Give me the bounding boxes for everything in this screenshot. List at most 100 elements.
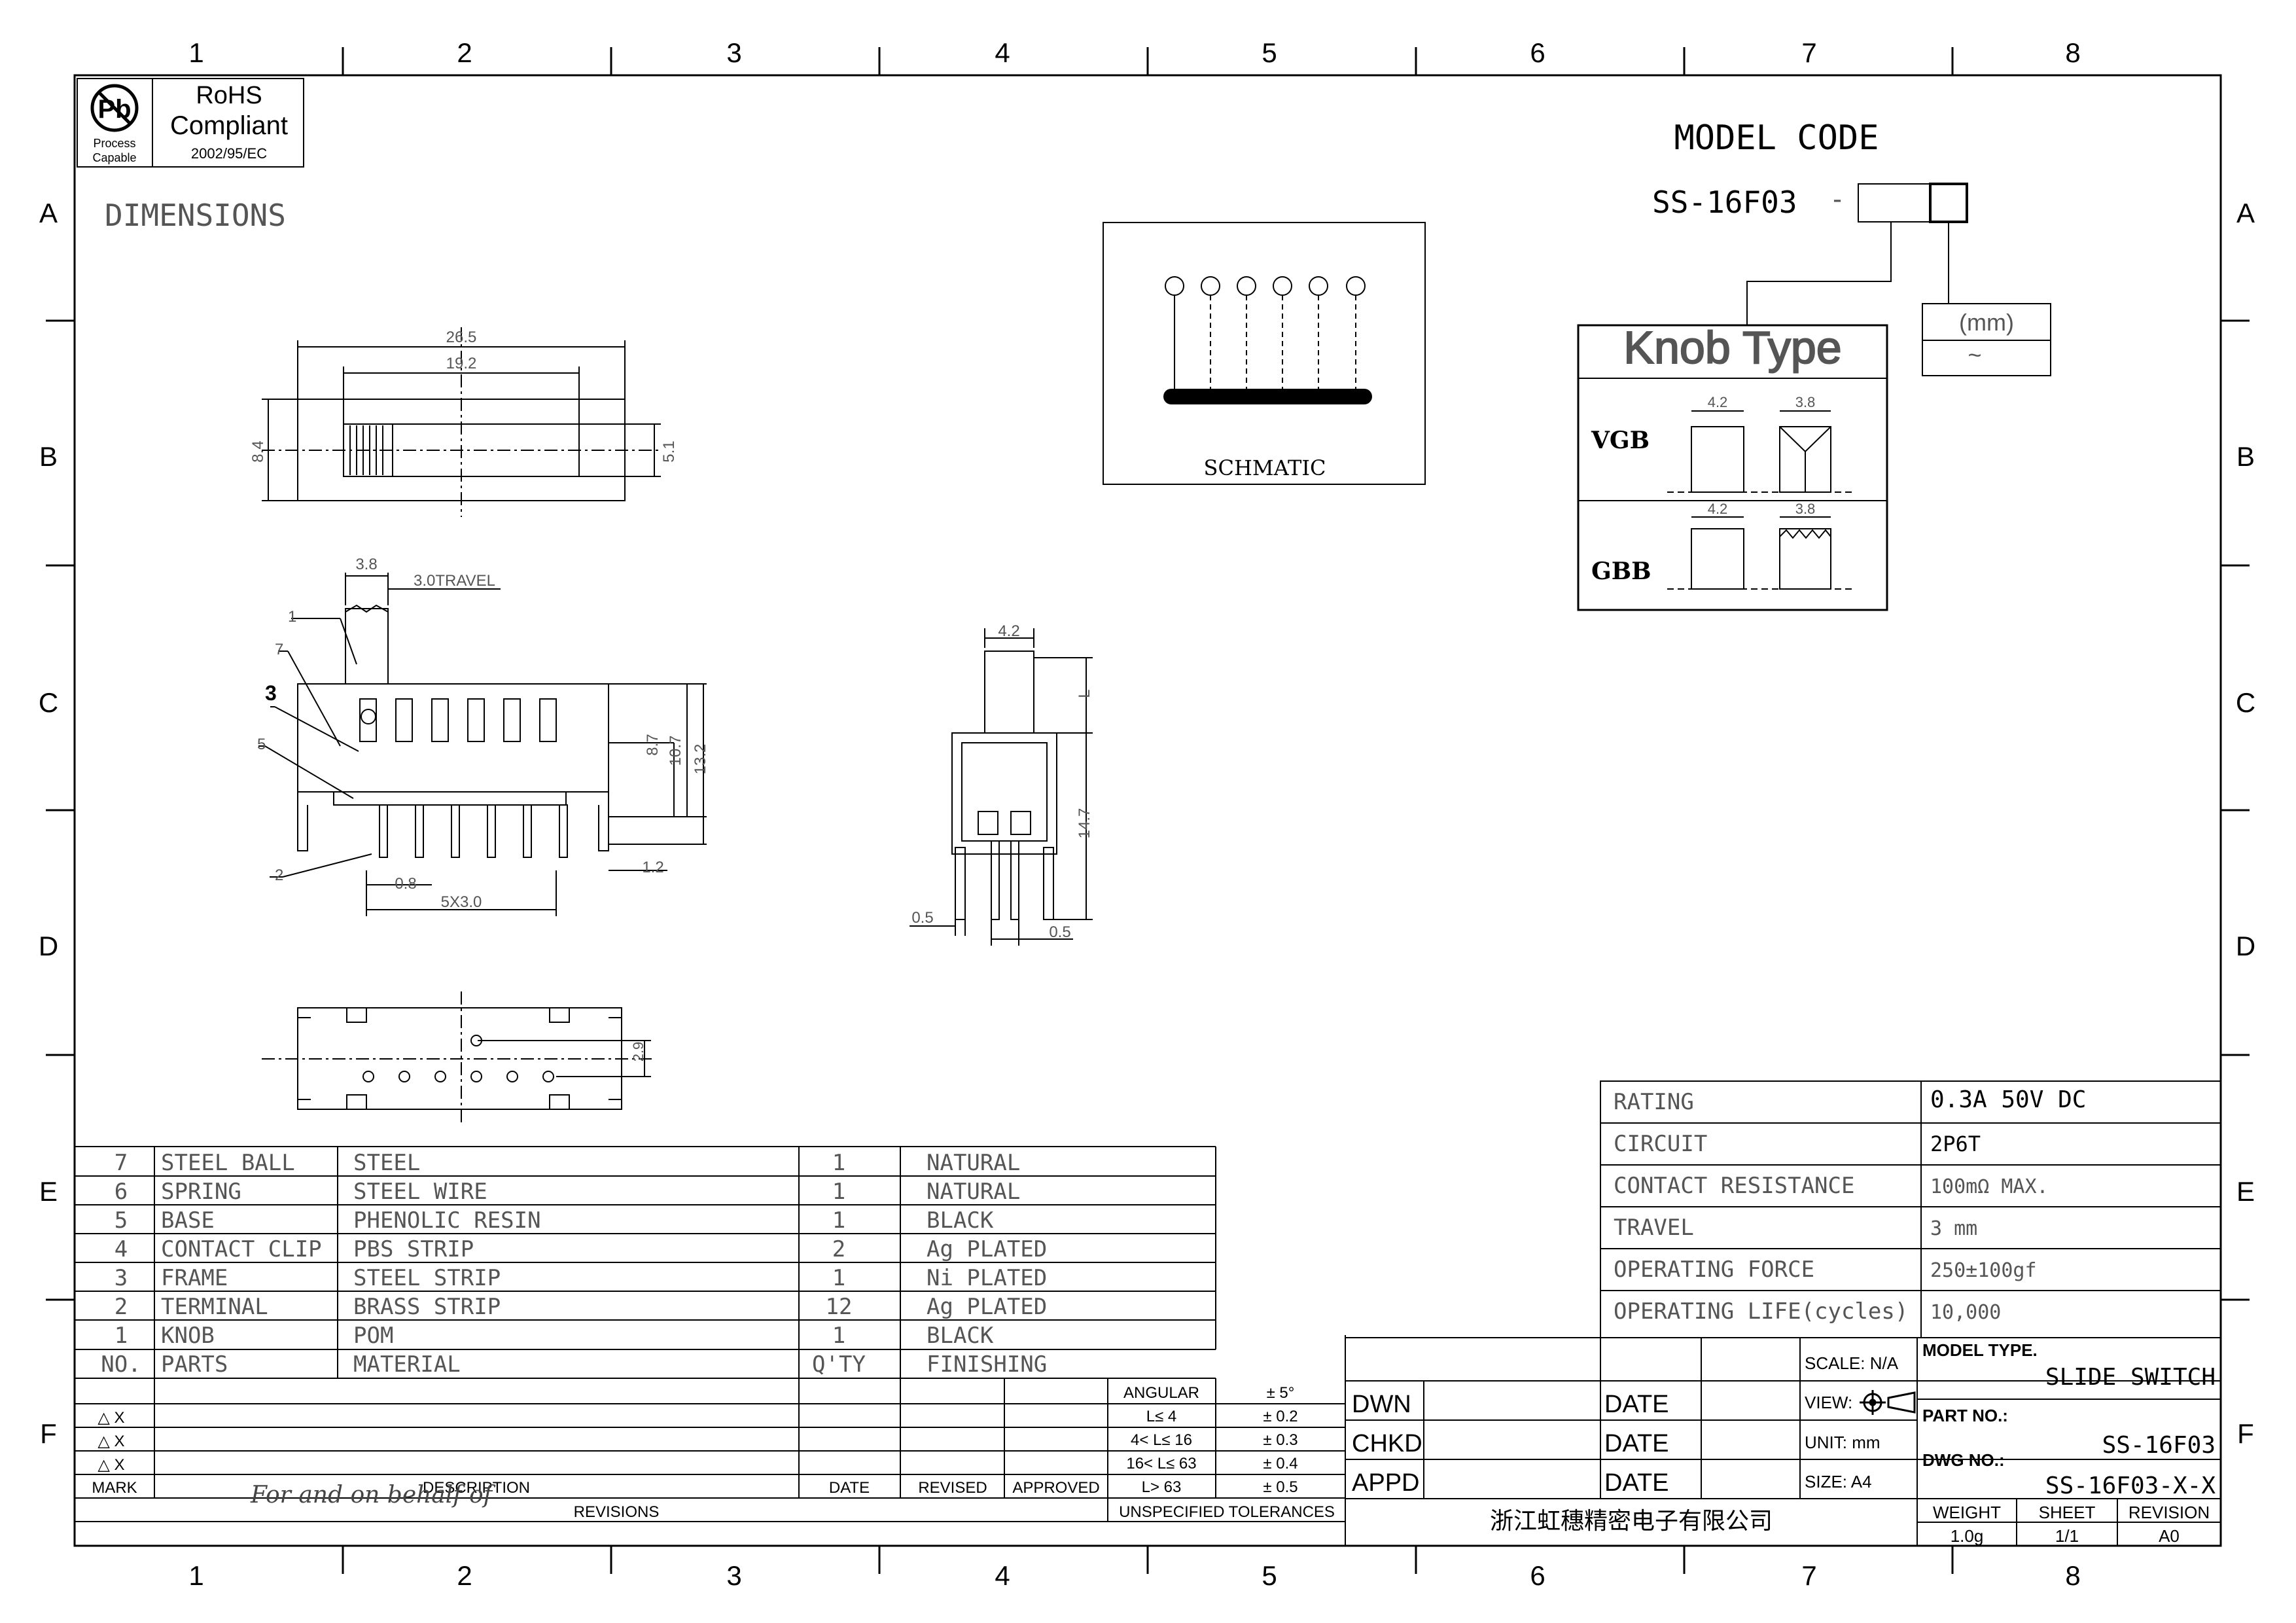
row-label-left: E [39,1176,58,1207]
schematic-label: SCHMATIC [1204,455,1326,480]
svg-text:100mΩ MAX.: 100mΩ MAX. [1930,1175,2049,1198]
svg-text:UNSPECIFIED TOLERANCES: UNSPECIFIED TOLERANCES [1119,1503,1335,1521]
svg-text:2: 2 [832,1236,845,1262]
svg-text:CONTACT CLIP: CONTACT CLIP [161,1236,322,1262]
svg-text:MATERIAL: MATERIAL [353,1351,461,1378]
row-label-right: E [2236,1176,2255,1207]
svg-text:CIRCUIT: CIRCUIT [1614,1131,1707,1157]
svg-text:2: 2 [275,866,283,884]
top-view-dims: 26.5 19.2 8.4 5.1 [249,329,678,463]
svg-text:POM: POM [353,1323,393,1349]
svg-text:1.2: 1.2 [642,859,663,876]
svg-text:14.7: 14.7 [1076,808,1093,839]
svg-text:SS-16F03: SS-16F03 [2102,1432,2216,1459]
svg-text:A0: A0 [2159,1526,2180,1546]
title-block [1345,1337,2221,1546]
svg-text:Q'TY: Q'TY [812,1351,866,1378]
svg-text:BLACK: BLACK [927,1207,994,1234]
svg-text:3.8: 3.8 [355,556,377,573]
col-label-bottom: 6 [1530,1560,1545,1591]
col-label-top: 7 [1801,37,1816,68]
svg-text:± 0.4: ± 0.4 [1263,1455,1298,1472]
svg-text:1: 1 [832,1323,845,1349]
dimensions-label: DIMENSIONS [105,198,286,233]
svg-text:± 0.5: ± 0.5 [1263,1478,1298,1496]
svg-text:1.0g: 1.0g [1951,1526,1984,1546]
title-block-text: DWN CHKD APPD DATE DATE DATE SCALE: N/A … [1352,1340,2216,1546]
svg-text:1/1: 1/1 [2055,1526,2079,1546]
svg-text:± 0.3: ± 0.3 [1263,1431,1298,1449]
svg-text:BRASS STRIP: BRASS STRIP [353,1294,501,1320]
svg-text:BASE: BASE [161,1207,215,1234]
svg-text:SS-16F03-X-X: SS-16F03-X-X [2045,1472,2216,1499]
svg-text:MODEL TYPE.: MODEL TYPE. [1922,1340,2038,1360]
frame-border [73,74,2222,1547]
border-labels: 1 2 3 4 5 6 7 8 1 2 3 4 5 6 7 8 A B C D … [39,37,2255,1591]
svg-text:10.7: 10.7 [667,736,684,766]
bottom-view-dim: 2.9 [630,1042,646,1062]
end-view [910,628,1093,946]
svg-text:Capable: Capable [92,151,136,164]
bottom-view [262,991,654,1126]
svg-text:3.8: 3.8 [1795,501,1816,517]
svg-text:Ag PLATED: Ag PLATED [927,1236,1047,1262]
svg-text:1: 1 [832,1207,845,1234]
svg-text:PBS STRIP: PBS STRIP [353,1236,474,1262]
end-view-dims: 4.2 L 14.7 0.5 0.5 [911,622,1093,941]
svg-text:REVISED: REVISED [918,1479,987,1497]
schematic [1103,222,1426,485]
col-label-top: 2 [457,37,472,68]
col-label-top: 3 [726,37,741,68]
svg-text:BLACK: BLACK [927,1323,994,1349]
svg-text:RoHS: RoHS [196,82,262,109]
svg-text:0.3A 50V DC: 0.3A 50V DC [1930,1086,2086,1113]
svg-text:NATURAL: NATURAL [927,1150,1020,1176]
row-label-right: C [2236,687,2255,718]
svg-text:Compliant: Compliant [170,111,288,140]
svg-text:Pb: Pb [97,95,131,124]
col-label-top: 4 [995,37,1010,68]
svg-text:Ni PLATED: Ni PLATED [927,1265,1047,1291]
side-view [258,573,707,916]
svg-text:PART NO.:: PART NO.: [1922,1406,2008,1425]
svg-text:0.8: 0.8 [395,875,416,893]
svg-text:5.1: 5.1 [660,440,678,462]
col-label-bottom: 7 [1801,1560,1816,1591]
row-label-right: F [2237,1418,2254,1449]
svg-text:8.4: 8.4 [249,440,267,462]
svg-text:TRAVEL: TRAVEL [1614,1215,1694,1241]
svg-text:1: 1 [832,1179,845,1205]
svg-text:1: 1 [288,608,296,626]
border-ticks [46,47,2250,1574]
svg-text:DWG NO.:: DWG NO.: [1922,1450,2005,1470]
svg-text:0.5: 0.5 [1049,923,1070,941]
top-view [262,327,661,517]
row-label-right: B [2236,441,2255,472]
svg-text:STEEL WIRE: STEEL WIRE [353,1179,487,1205]
revisions-table [75,1335,1346,1546]
specs-labels: RATING CIRCUIT CONTACT RESISTANCE TRAVEL… [1614,1089,1908,1325]
svg-text:△ X: △ X [97,1433,124,1450]
svg-text:8.7: 8.7 [644,734,662,755]
svg-text:REVISION: REVISION [2128,1503,2210,1522]
svg-text:-: - [1829,185,1845,215]
tolerances: ANGULAR ± 5° L≤ 4 ± 0.2 4< L≤ 16 ± 0.3 1… [1119,1384,1335,1521]
svg-text:6: 6 [115,1179,128,1205]
revisions-text: △ X △ X △ X MARK DESCRIPTION DATE REVISE… [92,1409,1099,1521]
col-label-bottom: 3 [726,1560,741,1591]
specs-table [1600,1080,2221,1338]
knob-type-title: Knob Type [1623,322,1841,373]
svg-text:△ X: △ X [97,1456,124,1474]
svg-text:4< L≤ 16: 4< L≤ 16 [1131,1431,1192,1449]
knob-vgb-label: VGB [1591,427,1650,454]
knob-gbb-label: GBB [1591,558,1651,585]
row-label-left: B [39,441,58,472]
svg-text:5: 5 [257,736,266,753]
svg-text:FINISHING: FINISHING [927,1351,1047,1378]
bom-rows: 7 STEEL BALL STEEL 1 NATURAL 6 SPRING ST… [101,1150,1047,1378]
svg-text:STEEL STRIP: STEEL STRIP [353,1265,501,1291]
svg-text:5: 5 [115,1207,128,1234]
svg-text:VIEW:: VIEW: [1805,1393,1852,1412]
svg-text:DATE: DATE [829,1479,870,1497]
